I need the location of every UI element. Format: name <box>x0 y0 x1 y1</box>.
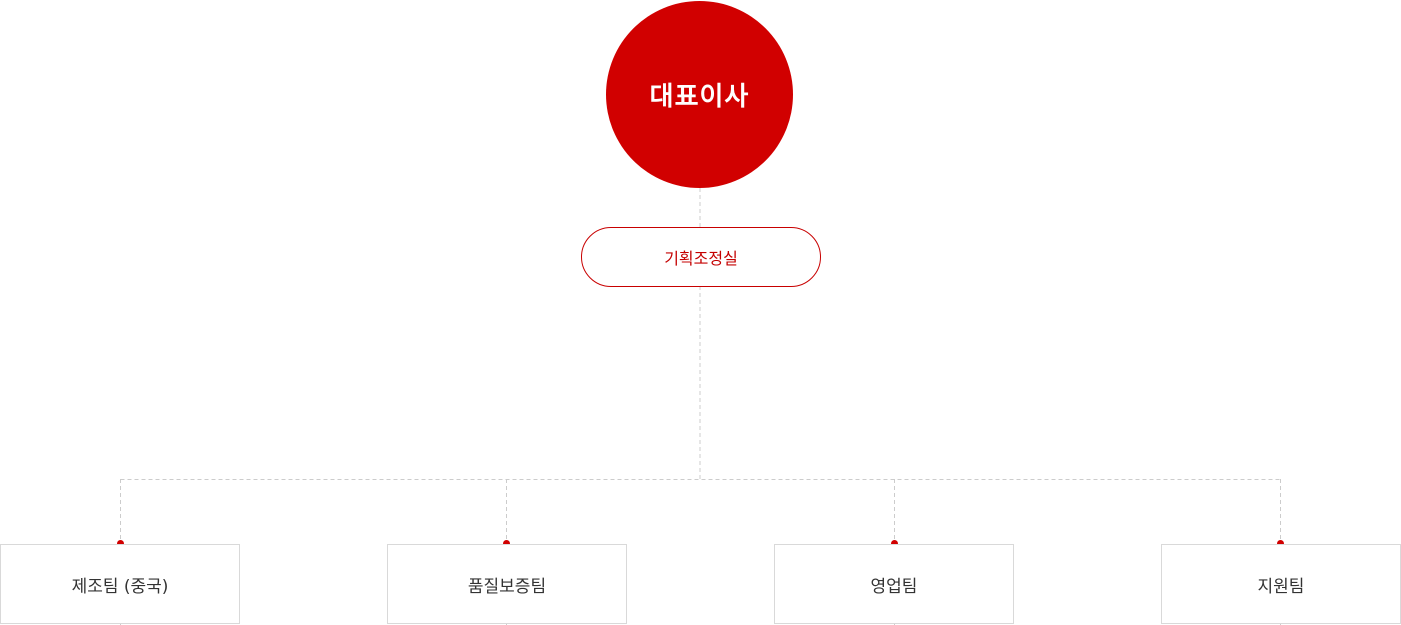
team-label: 영업팀 <box>870 576 918 597</box>
team-node-manufacturing: 제조팀 (중국) <box>0 544 240 624</box>
ceo-node: 대표이사 <box>606 1 793 188</box>
team-connector-dot-4 <box>1277 540 1284 547</box>
team-connector-dot-3 <box>891 540 898 547</box>
team-label: 품질보증팀 <box>467 576 547 597</box>
ceo-label: 대표이사 <box>649 82 750 112</box>
team-label: 지원팀 <box>1257 576 1305 597</box>
planning-office-label: 기획조정실 <box>664 249 738 268</box>
team-node-quality-assurance: 품질보증팀 <box>387 544 627 624</box>
team-connector-dot-2 <box>503 540 510 547</box>
team-label: 제조팀 (중국) <box>71 576 169 597</box>
team-node-support: 지원팀 <box>1161 544 1401 624</box>
planning-office-node: 기획조정실 <box>581 227 821 287</box>
team-node-sales: 영업팀 <box>774 544 1014 624</box>
team-connector-dot-1 <box>117 540 124 547</box>
